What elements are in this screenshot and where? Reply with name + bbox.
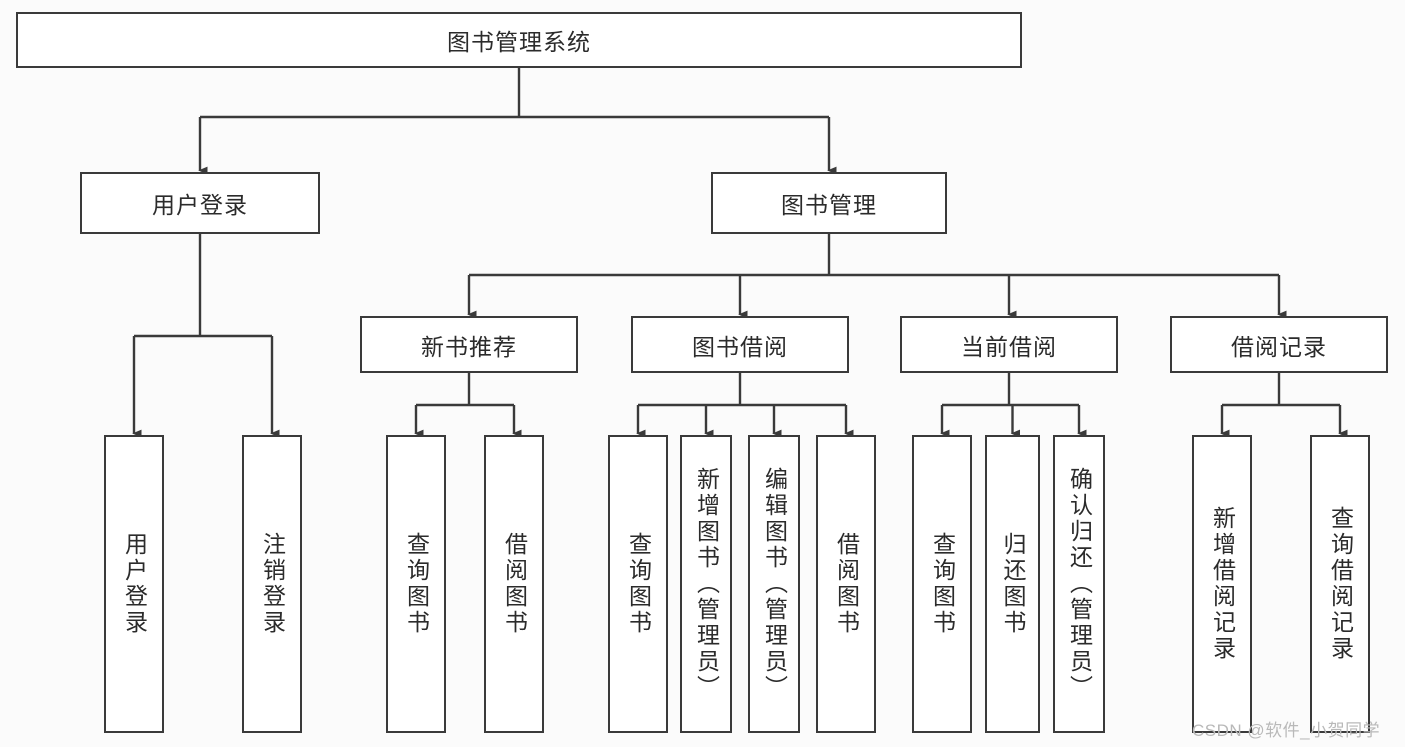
node-label: 查询图书 bbox=[625, 532, 652, 636]
node-l-bb2[interactable]: 借阅图书 bbox=[816, 435, 876, 733]
node-label: 注销登录 bbox=[259, 532, 286, 636]
node-label: 新增图书（管理员） bbox=[693, 467, 720, 701]
node-borrow[interactable]: 图书借阅 bbox=[631, 316, 849, 373]
node-label: 查询图书 bbox=[929, 532, 956, 636]
node-label: 借阅图书 bbox=[501, 532, 528, 636]
node-login[interactable]: 用户登录 bbox=[80, 172, 320, 234]
node-label: 新书推荐 bbox=[421, 333, 517, 360]
node-history[interactable]: 借阅记录 bbox=[1170, 316, 1388, 373]
node-label: 归还图书 bbox=[1000, 532, 1026, 636]
node-l-bb1[interactable]: 借阅图书 bbox=[484, 435, 544, 733]
node-label: 用户登录 bbox=[121, 532, 148, 636]
node-l-qryrec[interactable]: 查询借阅记录 bbox=[1310, 435, 1370, 733]
node-l-editbook[interactable]: 编辑图书（管理员） bbox=[748, 435, 800, 733]
node-l-addbook[interactable]: 新增图书（管理员） bbox=[680, 435, 732, 733]
connector-lines bbox=[132, 68, 1348, 438]
node-label: 查询借阅记录 bbox=[1327, 506, 1354, 662]
node-root[interactable]: 图书管理系统 bbox=[16, 12, 1022, 68]
node-newrec[interactable]: 新书推荐 bbox=[360, 316, 578, 373]
node-l-logout[interactable]: 注销登录 bbox=[242, 435, 302, 733]
node-label: 用户登录 bbox=[152, 192, 248, 218]
node-bookmgmt[interactable]: 图书管理 bbox=[711, 172, 947, 234]
node-l-login[interactable]: 用户登录 bbox=[104, 435, 164, 733]
node-label: 新增借阅记录 bbox=[1209, 506, 1236, 662]
node-l-addrec[interactable]: 新增借阅记录 bbox=[1192, 435, 1252, 733]
node-label: 确认归还（管理员） bbox=[1066, 467, 1093, 701]
node-l-return[interactable]: 归还图书 bbox=[985, 435, 1040, 733]
node-label: 查询图书 bbox=[403, 532, 430, 636]
node-label: 编辑图书（管理员） bbox=[761, 467, 788, 701]
node-label: 图书管理系统 bbox=[447, 29, 591, 55]
node-label: 借阅图书 bbox=[833, 532, 860, 636]
node-l-qb1[interactable]: 查询图书 bbox=[386, 435, 446, 733]
node-current[interactable]: 当前借阅 bbox=[900, 316, 1118, 373]
node-l-qb2[interactable]: 查询图书 bbox=[608, 435, 668, 733]
node-label: 图书管理 bbox=[781, 192, 877, 218]
node-label: 借阅记录 bbox=[1231, 333, 1327, 360]
node-label: 当前借阅 bbox=[961, 333, 1057, 360]
node-l-qb3[interactable]: 查询图书 bbox=[912, 435, 972, 733]
node-label: 图书借阅 bbox=[692, 333, 788, 360]
csdn-watermark: CSDN @软件_小贺同学 bbox=[1192, 721, 1381, 740]
node-l-confirm[interactable]: 确认归还（管理员） bbox=[1053, 435, 1105, 733]
